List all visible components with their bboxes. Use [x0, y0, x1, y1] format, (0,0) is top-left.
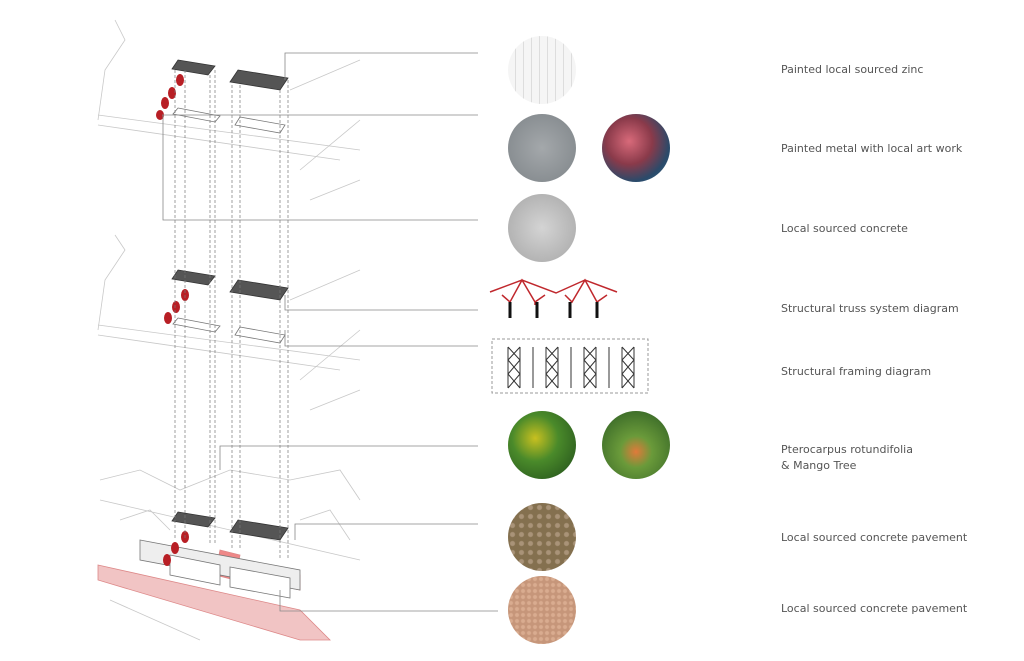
pterocarpus-swatch: [508, 411, 576, 479]
label-pavement-1: Local sourced concrete pavement: [781, 531, 968, 544]
label-painted-metal: Painted metal with local art work: [781, 142, 963, 155]
truss-diagram-icon: [489, 278, 618, 305]
label-trees-line1: Pterocarpus rotundifolia: [781, 443, 913, 456]
leader-lines: [162, 52, 498, 612]
label-framing: Structural framing diagram: [781, 365, 932, 378]
label-trees-line2: & Mango Tree: [781, 459, 857, 472]
label-truss: Structural truss system diagram: [781, 302, 959, 315]
pavement-swatch-1: [508, 503, 576, 571]
zinc-swatch: [508, 36, 576, 104]
site-context-lines: [97, 19, 361, 641]
label-pavement-2: Local sourced concrete pavement: [781, 602, 968, 615]
label-concrete: Local sourced concrete: [781, 222, 908, 235]
truss-columns-icon: [508, 302, 599, 318]
projection-dashed-lines: [174, 70, 289, 560]
pavement-swatch-2: [508, 576, 576, 644]
label-zinc: Painted local sourced zinc: [781, 63, 924, 76]
art-work-swatch: [602, 114, 670, 182]
concrete-swatch: [508, 194, 576, 262]
painted-metal-swatch: [508, 114, 576, 182]
roof-panels: [171, 59, 289, 541]
trees-red: [156, 74, 189, 566]
mango-tree-swatch: [602, 411, 670, 479]
framing-diagram-icon: [491, 338, 649, 394]
label-trees: Pterocarpus rotundifolia & Mango Tree: [781, 442, 913, 474]
